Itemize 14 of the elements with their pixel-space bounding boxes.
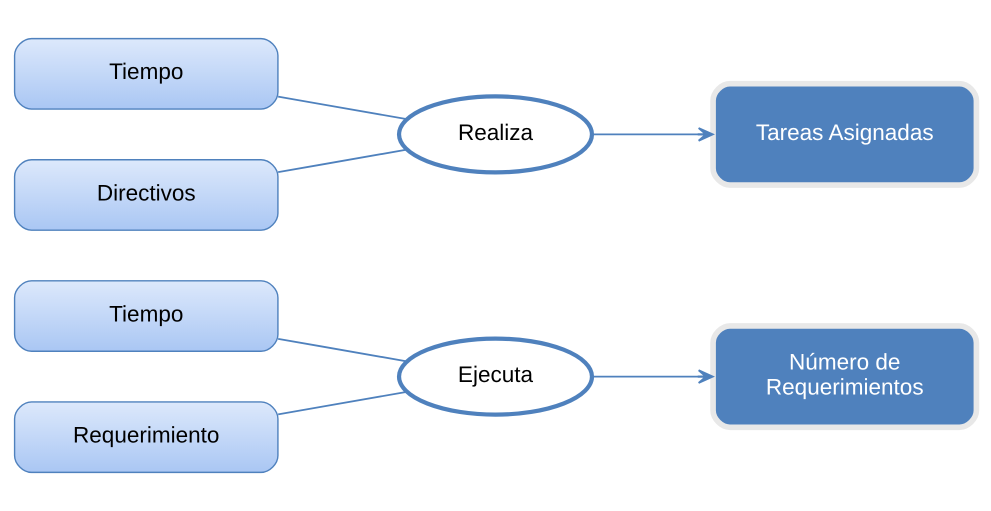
node-box: Requerimiento [14,401,279,474]
node-box: Tiempo [14,38,279,110]
node-box: Tareas Asignadas [710,80,980,188]
node-box: Tiempo [14,280,279,352]
connector [278,338,407,362]
connector [278,390,407,416]
connector [278,148,407,174]
node-ellipse: Ejecuta [396,336,594,417]
arrow [592,127,714,142]
connector [278,96,407,120]
arrow [592,369,714,384]
node-box: Directivos [14,159,279,231]
node-box: Número de Requerimientos [710,323,980,430]
node-ellipse: Realiza [396,94,594,175]
